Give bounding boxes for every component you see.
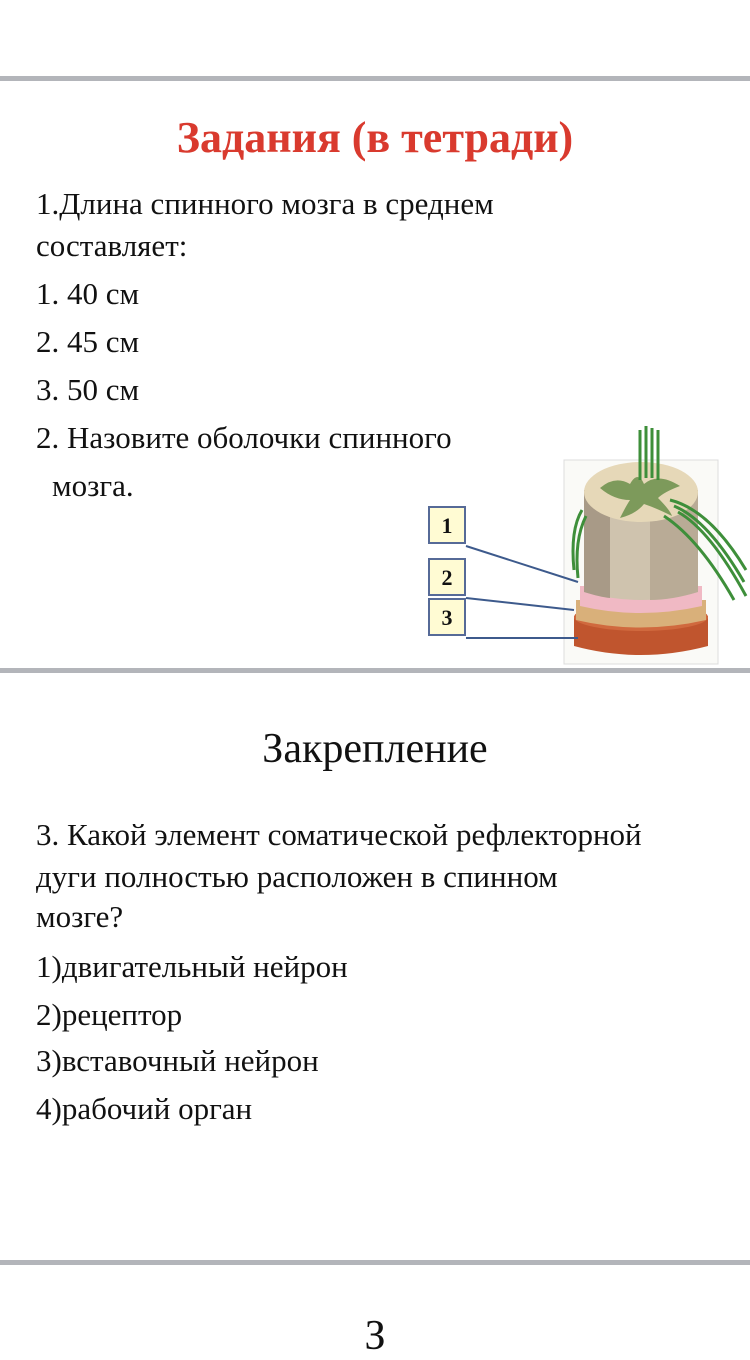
question-1-line-2: составляет: xyxy=(36,228,188,263)
answer-option: 4)рабочий орган xyxy=(36,1091,253,1126)
slide-divider-middle xyxy=(0,668,750,673)
membrane-label-1: 1 xyxy=(428,506,466,544)
slide-title: Задания (в тетради) xyxy=(176,113,574,162)
slide-divider-top xyxy=(0,76,750,81)
spinal-cord-illustration xyxy=(563,426,748,665)
nerve-rootlets xyxy=(638,426,660,480)
question-2-line-1: 2. Назовите оболочки спинного xyxy=(36,420,452,455)
slide-divider-bottom xyxy=(0,1260,750,1265)
gray-matter xyxy=(600,477,680,518)
label-leader-lines xyxy=(465,545,579,639)
answer-option: 2)рецептор xyxy=(36,997,183,1032)
question-2-line-2: мозга. xyxy=(52,468,134,503)
white-matter-shade xyxy=(584,490,610,598)
next-slide-title-fragment: З xyxy=(364,1313,386,1359)
question-3-line-2: дуги полностью расположен в спинном xyxy=(36,859,558,894)
slide-review: Закрепление 3. Какой элемент соматическо… xyxy=(0,673,750,1258)
answer-option: 1. 40 см xyxy=(36,276,140,311)
answer-option: 3. 50 см xyxy=(36,372,140,407)
answer-option: 1)двигательный нейрон xyxy=(36,949,348,984)
slide-title: Закрепление xyxy=(262,726,488,772)
question-1-line-1: 1.Длина спинного мозга в среднем xyxy=(36,186,494,221)
question-3-line-3: мозге? xyxy=(36,899,124,934)
question-3-line-1: 3. Какой элемент соматической рефлекторн… xyxy=(36,817,642,852)
nerve-fibers xyxy=(571,498,748,601)
answer-option: 3)вставочный нейрон xyxy=(36,1043,319,1078)
membrane-label-2: 2 xyxy=(428,558,466,596)
membrane-label-3: 3 xyxy=(428,598,466,636)
slide-tasks: Задания (в тетради) 1.Длина спинного моз… xyxy=(0,0,750,668)
answer-option: 2. 45 см xyxy=(36,324,140,359)
